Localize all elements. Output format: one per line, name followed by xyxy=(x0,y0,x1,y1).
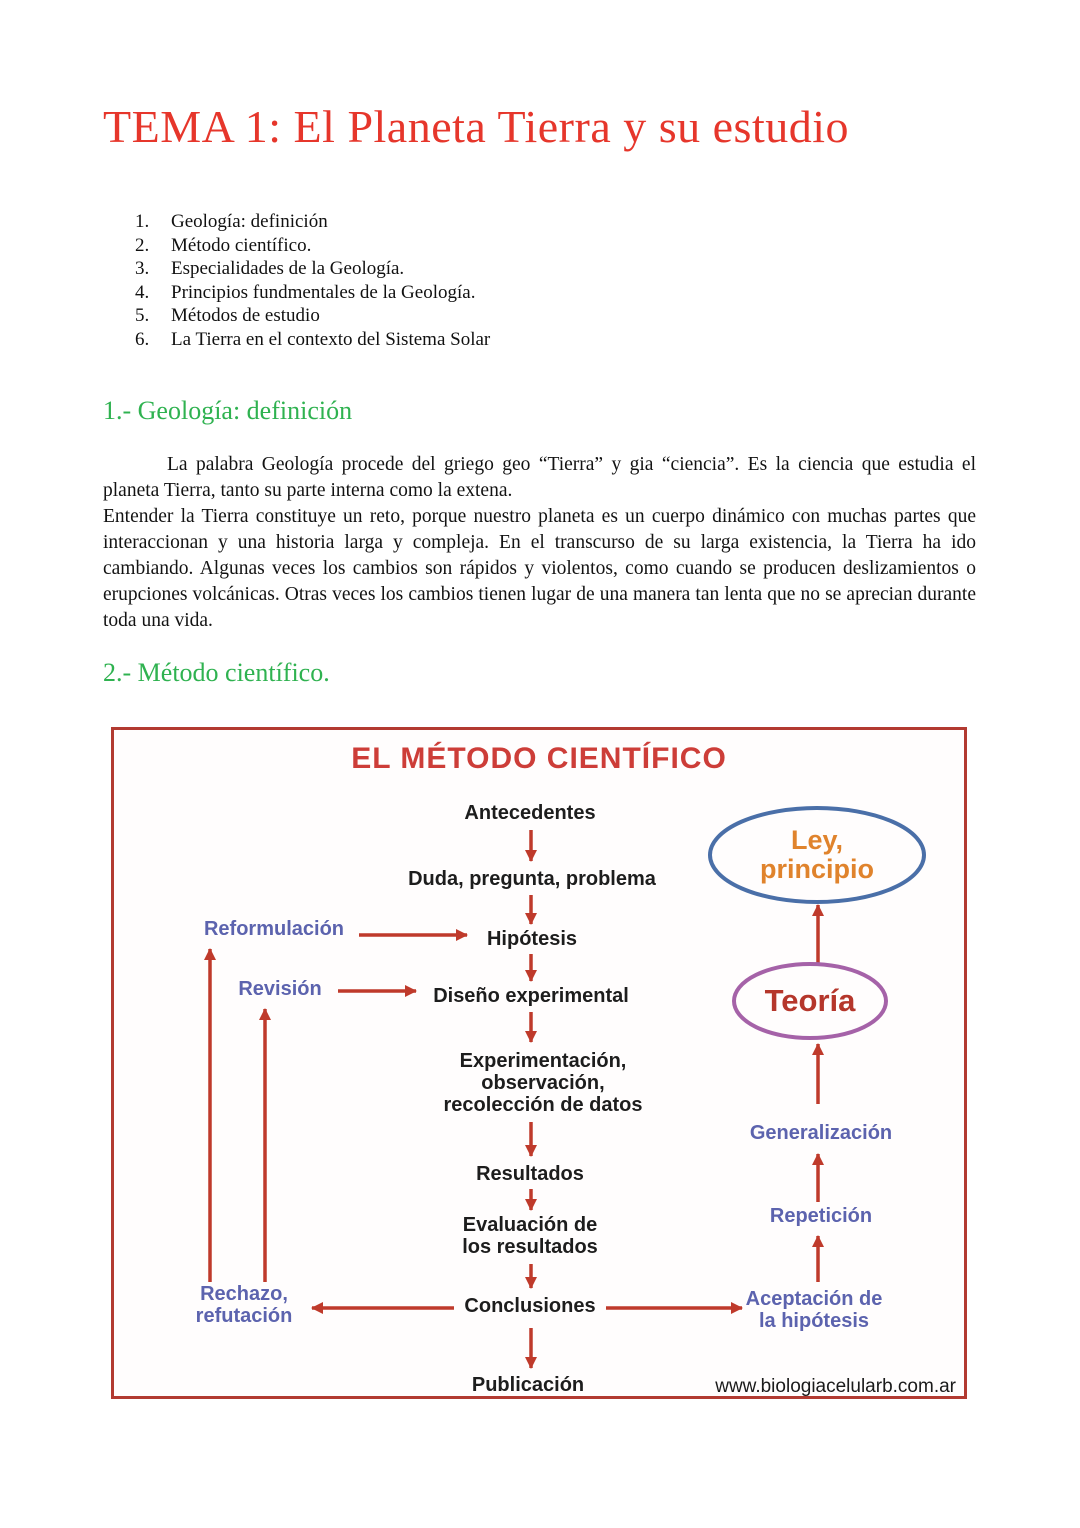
toc-item-label: La Tierra en el contexto del Sistema Sol… xyxy=(171,328,491,350)
label-line: Aceptación de xyxy=(745,1288,883,1310)
toc-item: 1. Geología: definición xyxy=(135,210,490,234)
node-resultados: Resultados xyxy=(476,1163,584,1185)
section-heading-metodo: 2.- Método científico. xyxy=(103,658,330,687)
toc-item-number: 6. xyxy=(135,328,150,350)
toc-item: 5. Métodos de estudio xyxy=(135,304,490,328)
toc-item-label: Métodos de estudio xyxy=(171,305,320,326)
label-aceptacion-hipotesis: Aceptación de la hipótesis xyxy=(746,1288,883,1332)
toc-item-label: Especialidades de la Geología. xyxy=(171,258,405,279)
node-line: Evaluación de xyxy=(462,1214,598,1236)
scientific-method-diagram: EL MÉTODO CIENTÍFICO Antecedentes Duda, … xyxy=(111,727,967,1399)
node-duda: Duda, pregunta, problema xyxy=(408,868,656,890)
toc-item-number: 3. xyxy=(135,258,150,279)
node-line: observación, xyxy=(481,1072,605,1094)
node-evaluacion: Evaluación de los resultados xyxy=(462,1214,598,1258)
toc-item-number: 5. xyxy=(135,305,150,326)
toc-item-number: 2. xyxy=(135,234,150,256)
toc-item-number: 4. xyxy=(135,281,150,303)
toc-item: 4. Principios fundmentales de la Geologí… xyxy=(135,281,490,305)
page-title: TEMA 1: El Planeta Tierra y su estudio xyxy=(103,101,850,152)
flowchart-arrows-layer xyxy=(204,806,926,1369)
paragraph: La palabra Geología procede del griego g… xyxy=(103,454,976,501)
teoria-ellipse xyxy=(732,962,888,1040)
label-line: Ley, xyxy=(790,825,844,855)
toc-item-label: Geología: definición xyxy=(171,211,328,232)
label-repeticion: Repetición xyxy=(769,1205,873,1227)
label-line: la hipótesis xyxy=(758,1310,870,1332)
toc-item-label: Método científico. xyxy=(171,234,312,256)
paragraph: Entender la Tierra constituye un reto, p… xyxy=(103,506,976,631)
body-text: La palabra Geología procede del griego g… xyxy=(103,452,976,634)
label-line: Rechazo, xyxy=(200,1283,288,1305)
node-conclusiones: Conclusiones xyxy=(464,1295,596,1317)
node-publicacion: Publicación xyxy=(471,1374,585,1396)
label-revision: Revisión xyxy=(238,978,322,1000)
section-heading-geologia: 1.- Geología: definición xyxy=(103,396,353,425)
toc-item-number: 1. xyxy=(135,211,150,232)
node-diseno-experimental: Diseño experimental xyxy=(433,985,629,1007)
node-hipotesis: Hipótesis xyxy=(486,928,578,950)
label-generalizacion: Generalización xyxy=(749,1122,893,1144)
diagram-title: EL MÉTODO CIENTÍFICO xyxy=(351,742,727,775)
node-line: Experimentación, xyxy=(459,1050,627,1072)
ley-principio-ellipse xyxy=(708,806,926,904)
node-antecedentes: Antecedentes xyxy=(464,802,596,824)
node-line: recolección de datos xyxy=(443,1094,643,1116)
toc-list: 1. Geología: definición 2. Método cientí… xyxy=(135,210,490,351)
node-line: los resultados xyxy=(462,1236,598,1258)
toc-item-label: Principios fundmentales de la Geología. xyxy=(171,281,476,303)
toc-item: 2. Método científico. xyxy=(135,234,490,258)
label-line: refutación xyxy=(195,1305,293,1327)
ellipse-label-teoria: Teoría xyxy=(764,983,856,1018)
watermark-url: www.biologiacelularb.com.ar xyxy=(715,1376,956,1397)
ellipse-label-ley-principio: Ley, principio xyxy=(760,826,874,884)
node-experimentacion: Experimentación, observación, recolecció… xyxy=(444,1050,643,1116)
toc-item: 3. Especialidades de la Geología. xyxy=(135,257,490,281)
label-rechazo-refutacion: Rechazo, refutación xyxy=(196,1283,293,1327)
label-line: principio xyxy=(760,854,874,884)
label-reformulacion: Reformulación xyxy=(203,918,345,940)
toc-item: 6. La Tierra en el contexto del Sistema … xyxy=(135,328,490,352)
